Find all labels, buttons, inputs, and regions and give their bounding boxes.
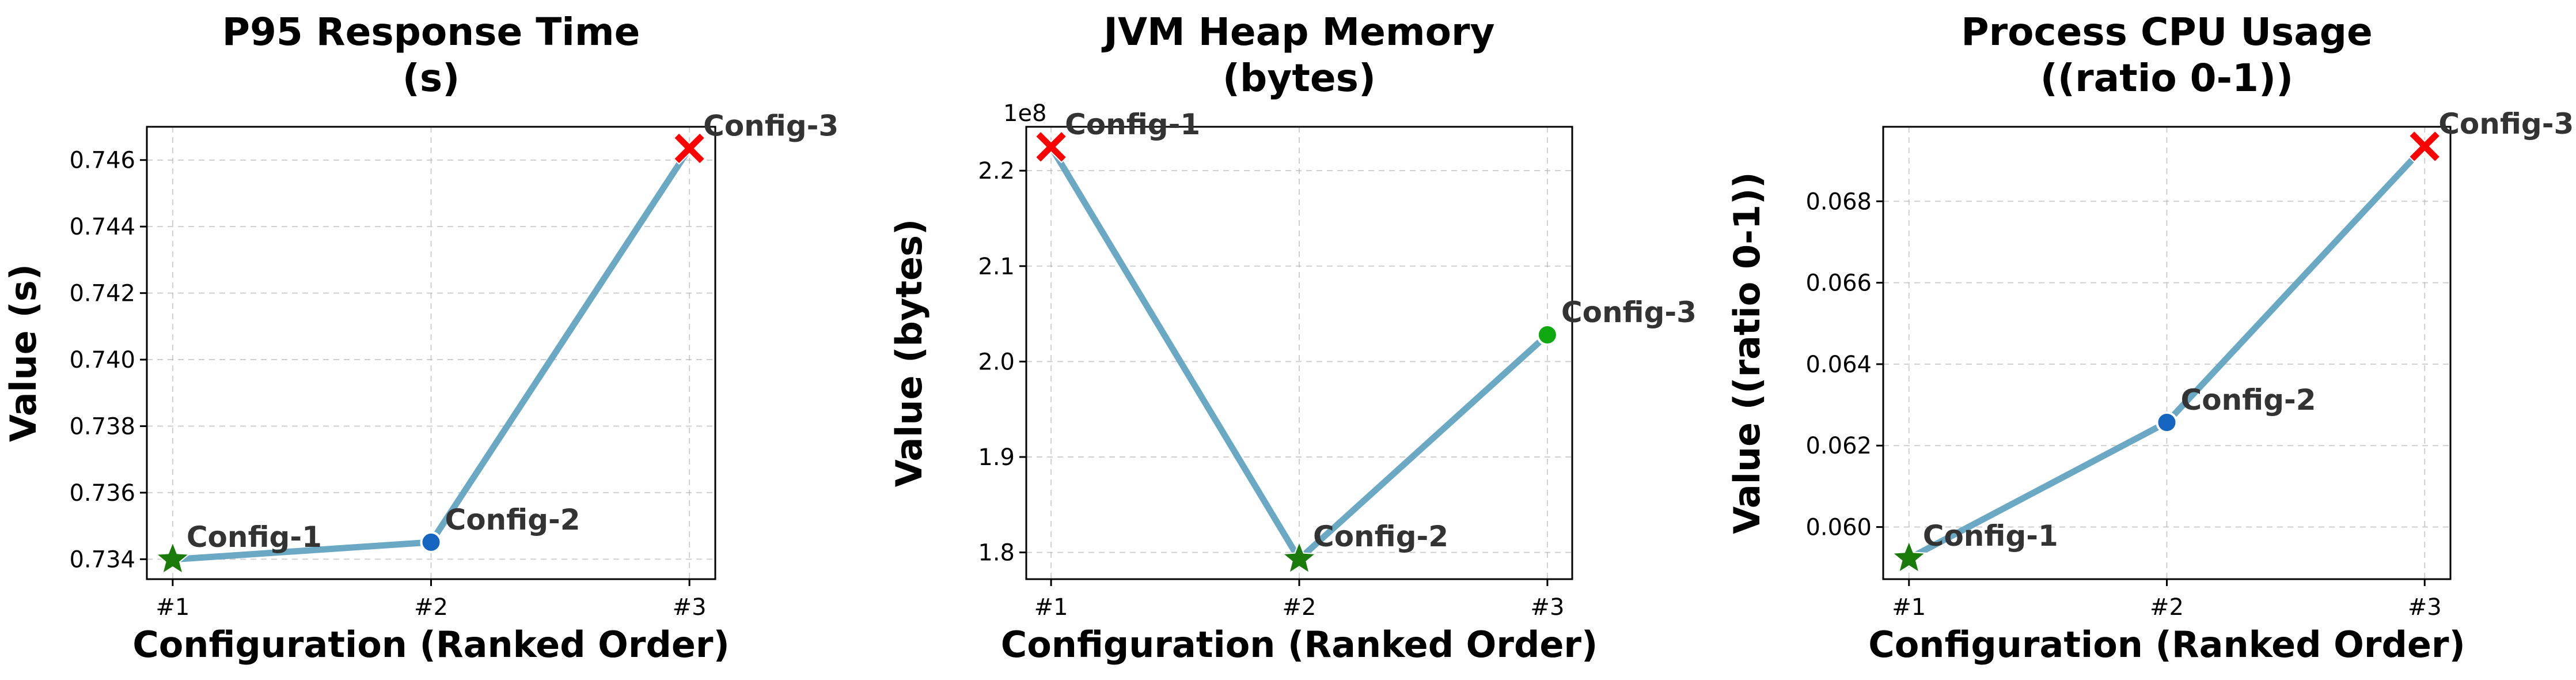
y-axis-label: Value (bytes) — [888, 219, 930, 488]
chart-title-line: (bytes) — [1223, 56, 1376, 100]
x-tick-label: #1 — [1034, 594, 1068, 621]
x-axis-label: Configuration (Ranked Order) — [132, 624, 730, 666]
y-tick-label: 0.738 — [69, 413, 135, 440]
data-point-marker — [2156, 411, 2178, 433]
x-tick-label: #2 — [414, 594, 448, 621]
y-tick-label: 0.736 — [69, 480, 135, 507]
y-tick-label: 0.064 — [1805, 352, 1872, 378]
y-tick-label: 0.068 — [1805, 188, 1872, 215]
y-tick-label: 0.066 — [1805, 270, 1872, 297]
chart-panel-1: 0.734 0.736 0.738 0.740 0.742 0.744 0.746 #1 #2 #… — [2, 10, 839, 666]
y-tick-label: 2.2 — [978, 158, 1015, 184]
y-tick-label: 0.062 — [1805, 433, 1872, 459]
data-point-marker — [1536, 324, 1558, 346]
chart-panel-2: 1.8 1.9 2.0 2.1 2.2 #1 #2 #3 1e8 JVM Heap Memory(… — [888, 10, 1697, 666]
y-tick-label: 0.742 — [69, 281, 135, 307]
point-annotation: Config-1 — [1065, 108, 1200, 141]
point-annotation: Config-2 — [1313, 520, 1448, 553]
series-line — [1906, 143, 2428, 562]
x-tick-label: #1 — [1892, 594, 1926, 621]
worst-x-marker — [673, 132, 706, 165]
best-star-marker — [1281, 540, 1318, 575]
chart-title-line: (s) — [403, 56, 460, 100]
point-annotation: Config-3 — [2438, 107, 2574, 141]
best-star-marker — [154, 541, 191, 575]
point-annotation: Config-2 — [2181, 383, 2316, 417]
x-tick-label: #2 — [2150, 594, 2184, 621]
x-axis-label: Configuration (Ranked Order) — [1001, 624, 1598, 666]
chart-title-line: Process CPU Usage — [1961, 10, 2373, 54]
point-annotation: Config-3 — [1561, 296, 1697, 329]
x-tick-label: #3 — [673, 594, 707, 621]
x-tick-label: #1 — [155, 594, 189, 621]
y-tick-label: 0.740 — [69, 347, 135, 373]
chart-title-line: JVM Heap Memory — [1101, 10, 1494, 54]
point-annotation: Config-1 — [1923, 519, 2058, 553]
y-axis-label: Value ((ratio 0-1)) — [1726, 172, 1768, 534]
chart-title-line: P95 Response Time — [222, 10, 640, 54]
series-line — [1048, 143, 1551, 562]
x-axis-label: Configuration (Ranked Order) — [1868, 624, 2465, 666]
x-tick-label: #3 — [1530, 594, 1564, 621]
point-annotation: Config-2 — [445, 503, 581, 537]
y-tick-label: 2.0 — [978, 349, 1015, 375]
y-tick-label: 0.734 — [69, 546, 135, 573]
y-tick-label: 1.9 — [978, 444, 1015, 471]
y-tick-label: 2.1 — [978, 254, 1015, 280]
y-tick-label: 1.8 — [978, 540, 1015, 566]
point-annotation: Config-1 — [187, 520, 322, 554]
best-star-marker — [1891, 539, 1927, 574]
x-tick-label: #2 — [1283, 594, 1317, 621]
chart-title-line: ((ratio 0-1)) — [2040, 56, 2293, 100]
y-tick-label: 0.744 — [69, 214, 135, 240]
y-tick-label: 0.746 — [69, 148, 135, 174]
data-point-marker — [420, 531, 442, 553]
chart-panel-3: 0.060 0.062 0.064 0.066 0.068 #1 #2 #3 Process C… — [1726, 10, 2574, 666]
y-tick-label: 0.060 — [1805, 515, 1872, 541]
worst-x-marker — [2408, 130, 2441, 163]
y-offset-text: 1e8 — [1003, 100, 1047, 127]
y-axis-label: Value (s) — [2, 264, 44, 442]
worst-x-marker — [1034, 130, 1068, 164]
x-tick-label: #3 — [2408, 594, 2442, 621]
point-annotation: Config-3 — [703, 109, 839, 143]
